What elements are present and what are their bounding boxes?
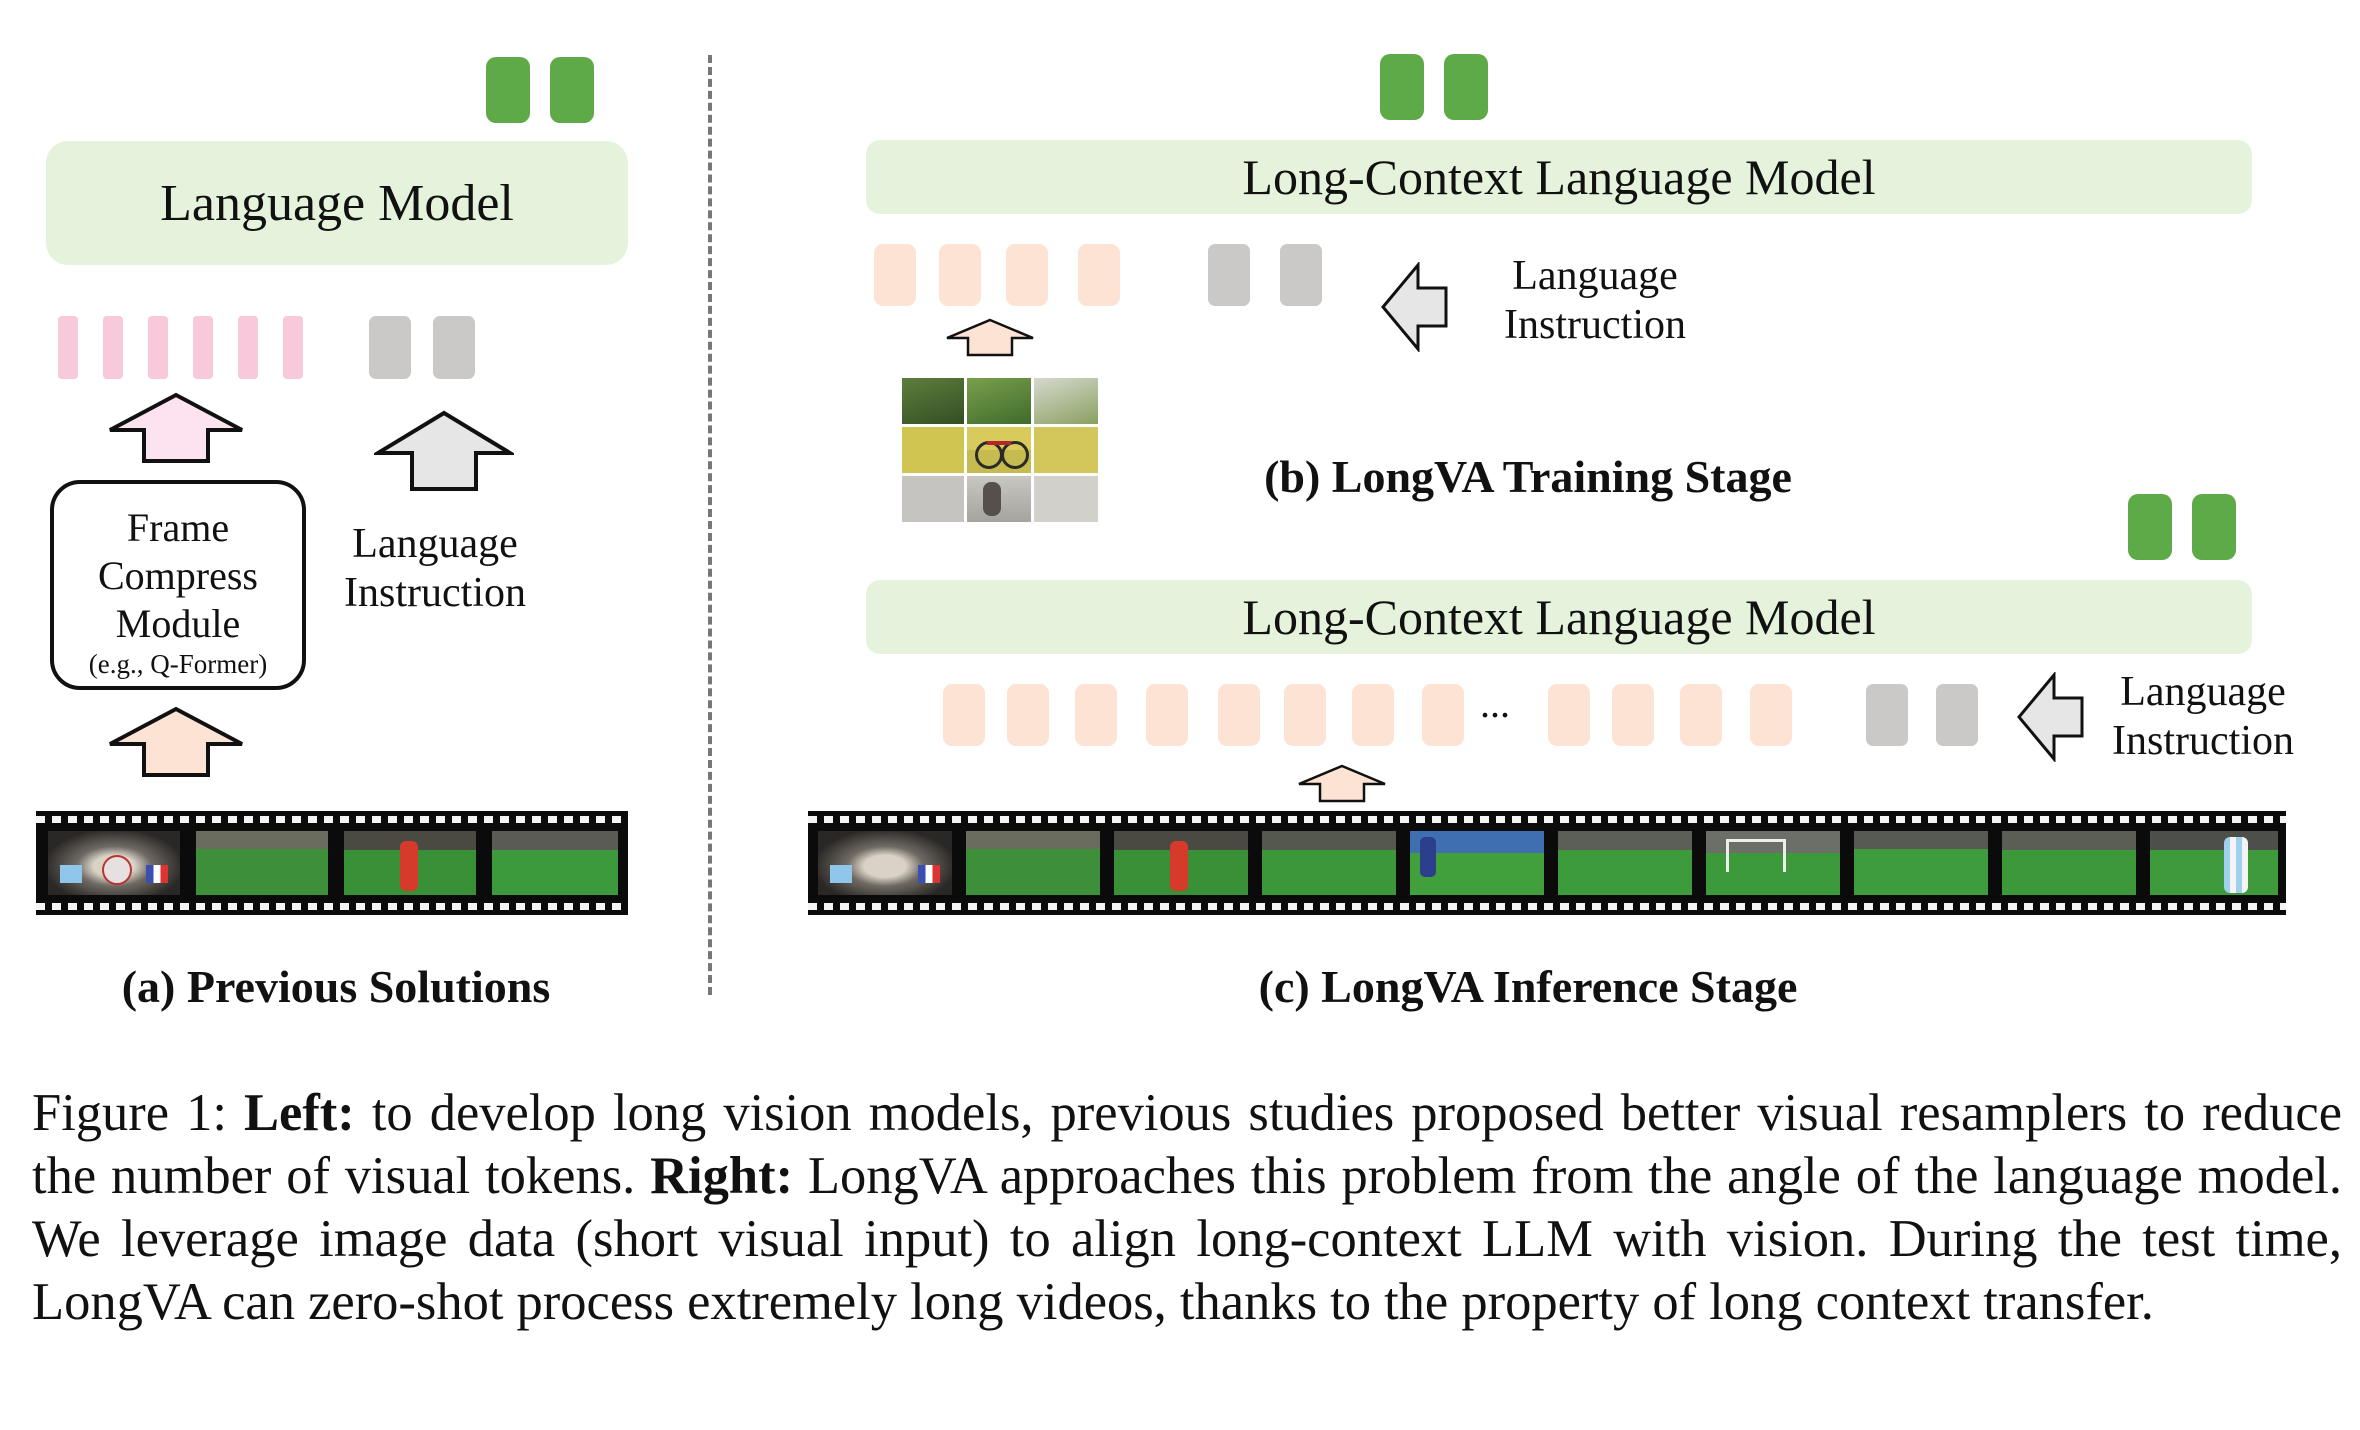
long-context-lm-label: Long-Context Language Model — [1242, 589, 1876, 645]
compress-line: Compress — [98, 553, 258, 598]
instruction-line: Language — [352, 521, 518, 567]
caption-right-label: Right: — [650, 1147, 794, 1205]
instruction-line: Language — [1512, 253, 1678, 299]
caption-left-text: to develop long vision models, previous … — [32, 1084, 2342, 1205]
output-token — [2192, 494, 2236, 560]
video-frame — [344, 831, 476, 895]
video-film-strip — [808, 811, 2286, 915]
compressed-visual-token — [103, 316, 123, 379]
training-image-grid — [902, 378, 1098, 522]
language-model-label: Language Model — [160, 174, 514, 232]
instruction-line: Instruction — [344, 570, 526, 616]
video-frame — [818, 831, 952, 895]
output-token — [486, 57, 530, 123]
video-frame — [1558, 831, 1692, 895]
text-token — [1280, 244, 1322, 306]
video-frame — [1706, 831, 1840, 895]
language-instruction-label: Language Instruction — [2088, 668, 2318, 766]
visual-token — [1006, 244, 1048, 306]
video-frame — [1114, 831, 1248, 895]
compressed-visual-token — [193, 316, 213, 379]
language-instruction-label: Language Instruction — [1480, 252, 1710, 350]
video-frame — [492, 831, 618, 895]
up-arrow-icon — [109, 392, 243, 463]
divider-line — [708, 55, 712, 995]
long-context-lm-box-train: Long-Context Language Model — [866, 140, 2252, 214]
compress-example: (e.g., Q-Former) — [88, 649, 268, 679]
video-film-strip — [36, 811, 628, 915]
visual-token — [1007, 684, 1049, 746]
video-frame — [2150, 831, 2278, 895]
video-frame — [2002, 831, 2136, 895]
visual-token — [1422, 684, 1464, 746]
long-context-lm-label: Long-Context Language Model — [1242, 149, 1876, 205]
language-instruction-label: Language Instruction — [320, 520, 550, 618]
panel-c-caption: (c) LongVA Inference Stage — [1258, 961, 1798, 1012]
compressed-visual-token — [148, 316, 168, 379]
compress-line: Module — [115, 601, 241, 646]
visual-token — [1284, 684, 1326, 746]
text-token — [1866, 684, 1908, 746]
text-token — [1208, 244, 1250, 306]
visual-token — [1750, 684, 1792, 746]
language-model-box: Language Model — [46, 141, 628, 265]
visual-token — [1680, 684, 1722, 746]
output-token — [2128, 494, 2172, 560]
output-token — [1444, 54, 1488, 120]
visual-token — [874, 244, 916, 306]
visual-token — [1218, 684, 1260, 746]
video-frame — [1854, 831, 1988, 895]
long-context-lm-box-infer: Long-Context Language Model — [866, 580, 2252, 654]
visual-token — [943, 684, 985, 746]
compressed-visual-token — [238, 316, 258, 379]
instruction-line: Instruction — [1504, 302, 1686, 348]
visual-token — [1548, 684, 1590, 746]
compressed-visual-token — [58, 316, 78, 379]
panel-b-caption: (b) LongVA Training Stage — [1264, 451, 1792, 502]
panel-a-caption: (a) Previous Solutions — [121, 961, 551, 1012]
up-arrow-icon — [1298, 764, 1386, 803]
video-frame — [966, 831, 1100, 895]
caption-prefix: Figure 1: — [32, 1084, 244, 1142]
compressed-visual-token — [283, 316, 303, 379]
visual-token — [1146, 684, 1188, 746]
video-frame — [48, 831, 180, 895]
video-frame — [1410, 831, 1544, 895]
left-arrow-icon — [1381, 262, 1448, 352]
instruction-line: Language — [2120, 669, 2286, 715]
ellipsis: ... — [1480, 681, 1510, 726]
visual-token — [1612, 684, 1654, 746]
video-frame — [196, 831, 328, 895]
video-frame — [1262, 831, 1396, 895]
figure-caption: Figure 1: Left: to develop long vision m… — [32, 1082, 2342, 1334]
instruction-line: Instruction — [2112, 718, 2294, 764]
up-arrow-icon — [946, 318, 1034, 357]
up-arrow-icon — [374, 410, 514, 491]
frame-compress-module: Frame Compress Module (e.g., Q-Former) — [50, 480, 306, 690]
visual-token — [1078, 244, 1120, 306]
output-token — [1380, 54, 1424, 120]
caption-right-text: LongVA approaches this problem from the … — [32, 1147, 2343, 1331]
visual-token — [1352, 684, 1394, 746]
text-token — [369, 316, 411, 379]
visual-token — [1075, 684, 1117, 746]
text-token — [433, 316, 475, 379]
text-token — [1936, 684, 1978, 746]
up-arrow-icon — [109, 706, 243, 777]
visual-token — [939, 244, 981, 306]
left-arrow-icon — [2017, 672, 2084, 762]
output-token — [550, 57, 594, 123]
caption-left-label: Left: — [244, 1084, 355, 1142]
compress-line: Frame — [126, 505, 230, 550]
